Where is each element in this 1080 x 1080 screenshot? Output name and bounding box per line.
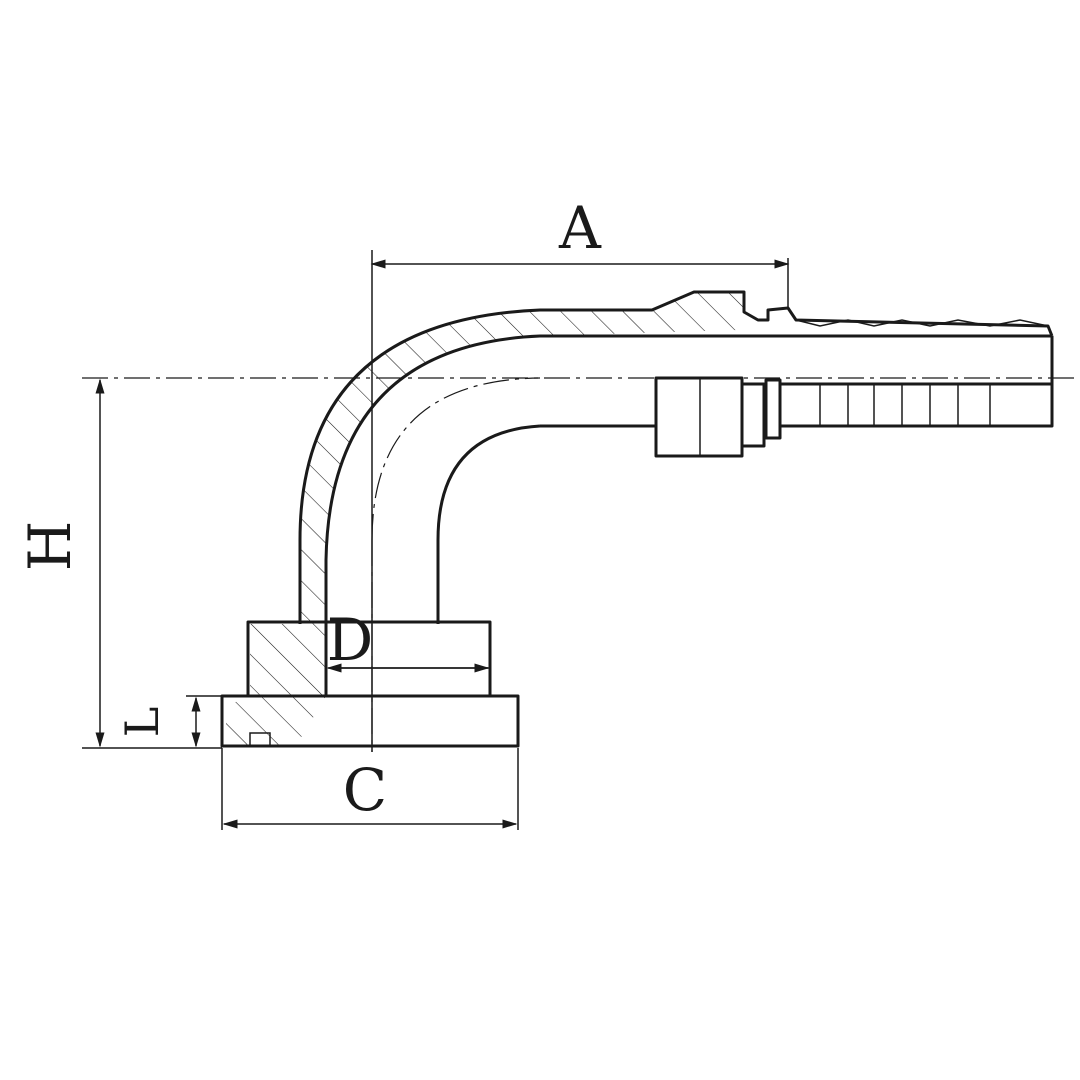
dimension-label-h: H	[16, 521, 84, 572]
flange-section-hatch	[226, 600, 326, 746]
elbow-section-hatch	[300, 292, 744, 600]
dimension-l: L	[115, 696, 201, 748]
extension-lines	[82, 258, 789, 830]
dimension-label-l: L	[115, 707, 169, 738]
dimension-h: H	[16, 378, 105, 748]
hose-tail	[540, 319, 1054, 458]
dimension-label-a: A	[558, 194, 602, 262]
dimension-c: C	[222, 756, 518, 829]
dimension-label-d: D	[327, 606, 374, 674]
dimension-label-c: C	[343, 756, 387, 824]
dimension-d: D	[326, 606, 490, 674]
dimension-a: A	[370, 194, 790, 269]
